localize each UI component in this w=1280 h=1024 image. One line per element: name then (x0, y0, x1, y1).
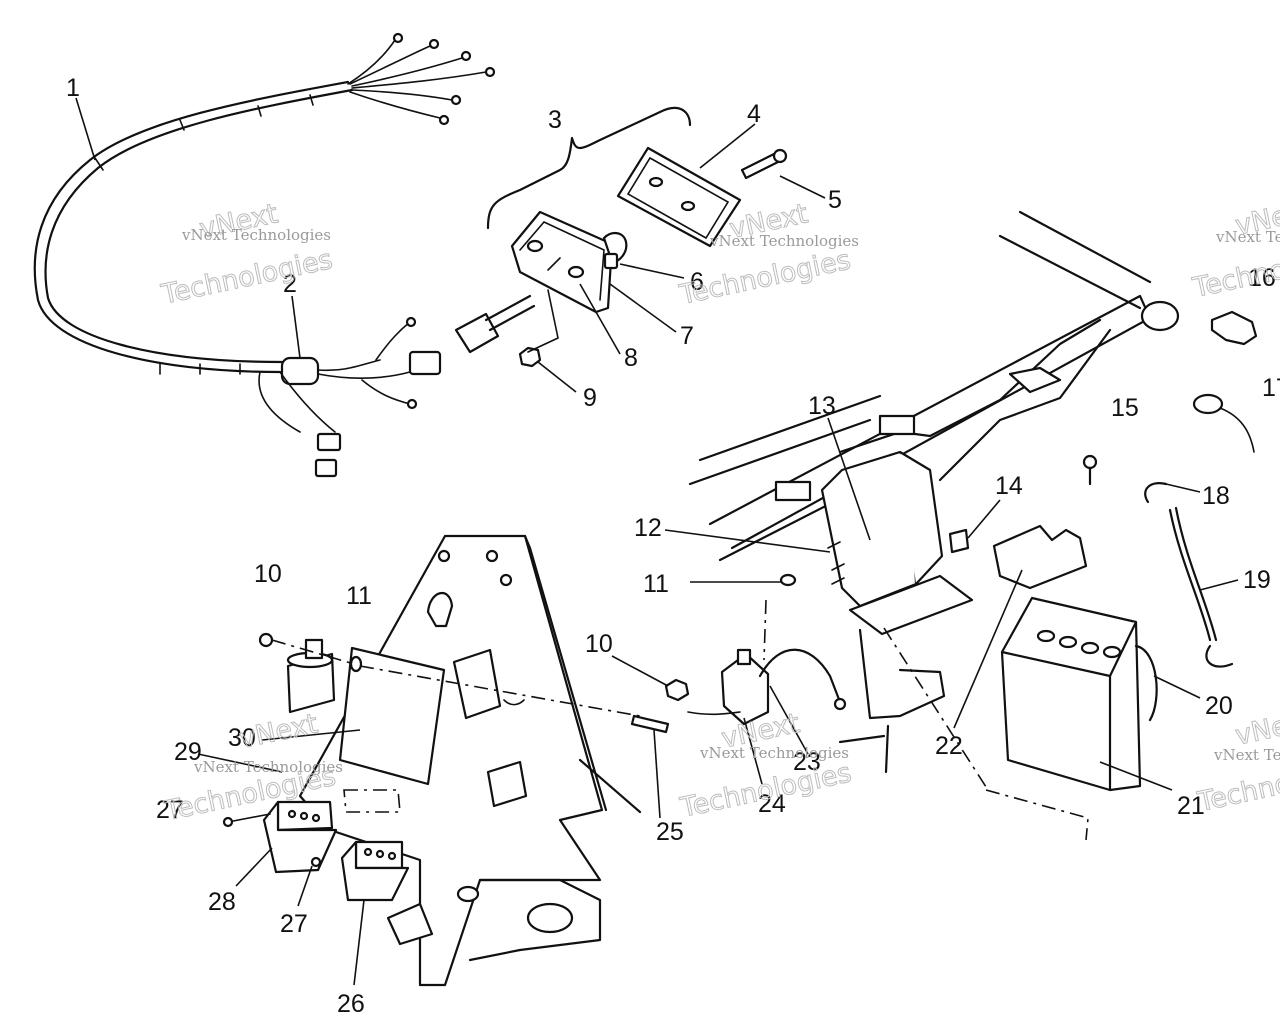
cables-small-parts (664, 310, 1258, 726)
callout-14: 14 (995, 472, 1023, 500)
callout-12: 12 (634, 514, 662, 542)
frame (688, 210, 1180, 562)
svg-text:vNext: vNext (1233, 705, 1280, 752)
callout-27-left: 27 (156, 796, 184, 824)
callout-11-right: 11 (643, 570, 669, 598)
callout-24: 24 (758, 790, 786, 818)
watermark-6: vNext vNext Technologies Technologies (1194, 705, 1280, 819)
callout-22: 22 (935, 732, 963, 760)
callout-16: 16 (1248, 264, 1276, 292)
wiring-harness (33, 32, 496, 478)
callout-28: 28 (208, 888, 236, 916)
svg-text:Technologies: Technologies (1190, 237, 1280, 304)
callout-21: 21 (1177, 792, 1205, 820)
svg-text:vNext Technologies: vNext Technologies (709, 232, 859, 250)
callout-6: 6 (690, 268, 704, 296)
callout-4: 4 (747, 100, 761, 128)
callout-23: 23 (793, 748, 821, 776)
battery-box (763, 450, 1089, 841)
callout-1: 1 (66, 74, 80, 102)
watermark-1: vNext vNext Technologies Technologies (158, 198, 336, 311)
watermark-3: vNext vNext Technologies Technologies (1189, 195, 1280, 305)
svg-text:vNext Technologies: vNext Technologies (1215, 228, 1280, 246)
svg-text:Technologies: Technologies (676, 245, 853, 312)
callout-11-left: 11 (346, 582, 372, 610)
callout-13: 13 (808, 392, 836, 420)
callout-3: 3 (548, 106, 562, 134)
callout-30: 30 (228, 724, 256, 752)
callout-15: 15 (1111, 394, 1139, 422)
callout-7: 7 (680, 322, 694, 350)
callout-19: 19 (1243, 566, 1271, 594)
leader-lines (75, 97, 1239, 986)
battery (948, 524, 1158, 792)
callout-8: 8 (624, 344, 638, 372)
taillight-assembly (454, 106, 788, 368)
callout-2: 2 (283, 270, 297, 298)
svg-text:vNext: vNext (237, 708, 321, 755)
callout-26: 26 (337, 990, 365, 1018)
callout-10-left: 10 (254, 560, 282, 588)
callout-25: 25 (656, 818, 684, 846)
svg-text:vNext Technologies: vNext Technologies (193, 758, 343, 776)
callout-9: 9 (583, 384, 597, 412)
callout-5: 5 (828, 186, 842, 214)
callout-18: 18 (1202, 482, 1230, 510)
svg-text:vNext Technologies: vNext Technologies (181, 226, 331, 244)
callout-27-bottom: 27 (280, 910, 308, 938)
svg-text:vNext Technologies: vNext Technologies (699, 744, 849, 762)
svg-text:vNext Technologies: vNext Technologies (1213, 746, 1280, 764)
callout-17: 17 (1262, 374, 1280, 402)
mounting-plate (222, 534, 670, 987)
callout-20: 20 (1205, 692, 1233, 720)
callout-numbers: 1 2 3 4 5 6 7 8 9 10 10 11 11 12 13 14 1… (66, 74, 1280, 1018)
callout-10-right: 10 (585, 630, 613, 658)
callout-29: 29 (174, 738, 202, 766)
svg-text:Technologies: Technologies (158, 244, 335, 311)
